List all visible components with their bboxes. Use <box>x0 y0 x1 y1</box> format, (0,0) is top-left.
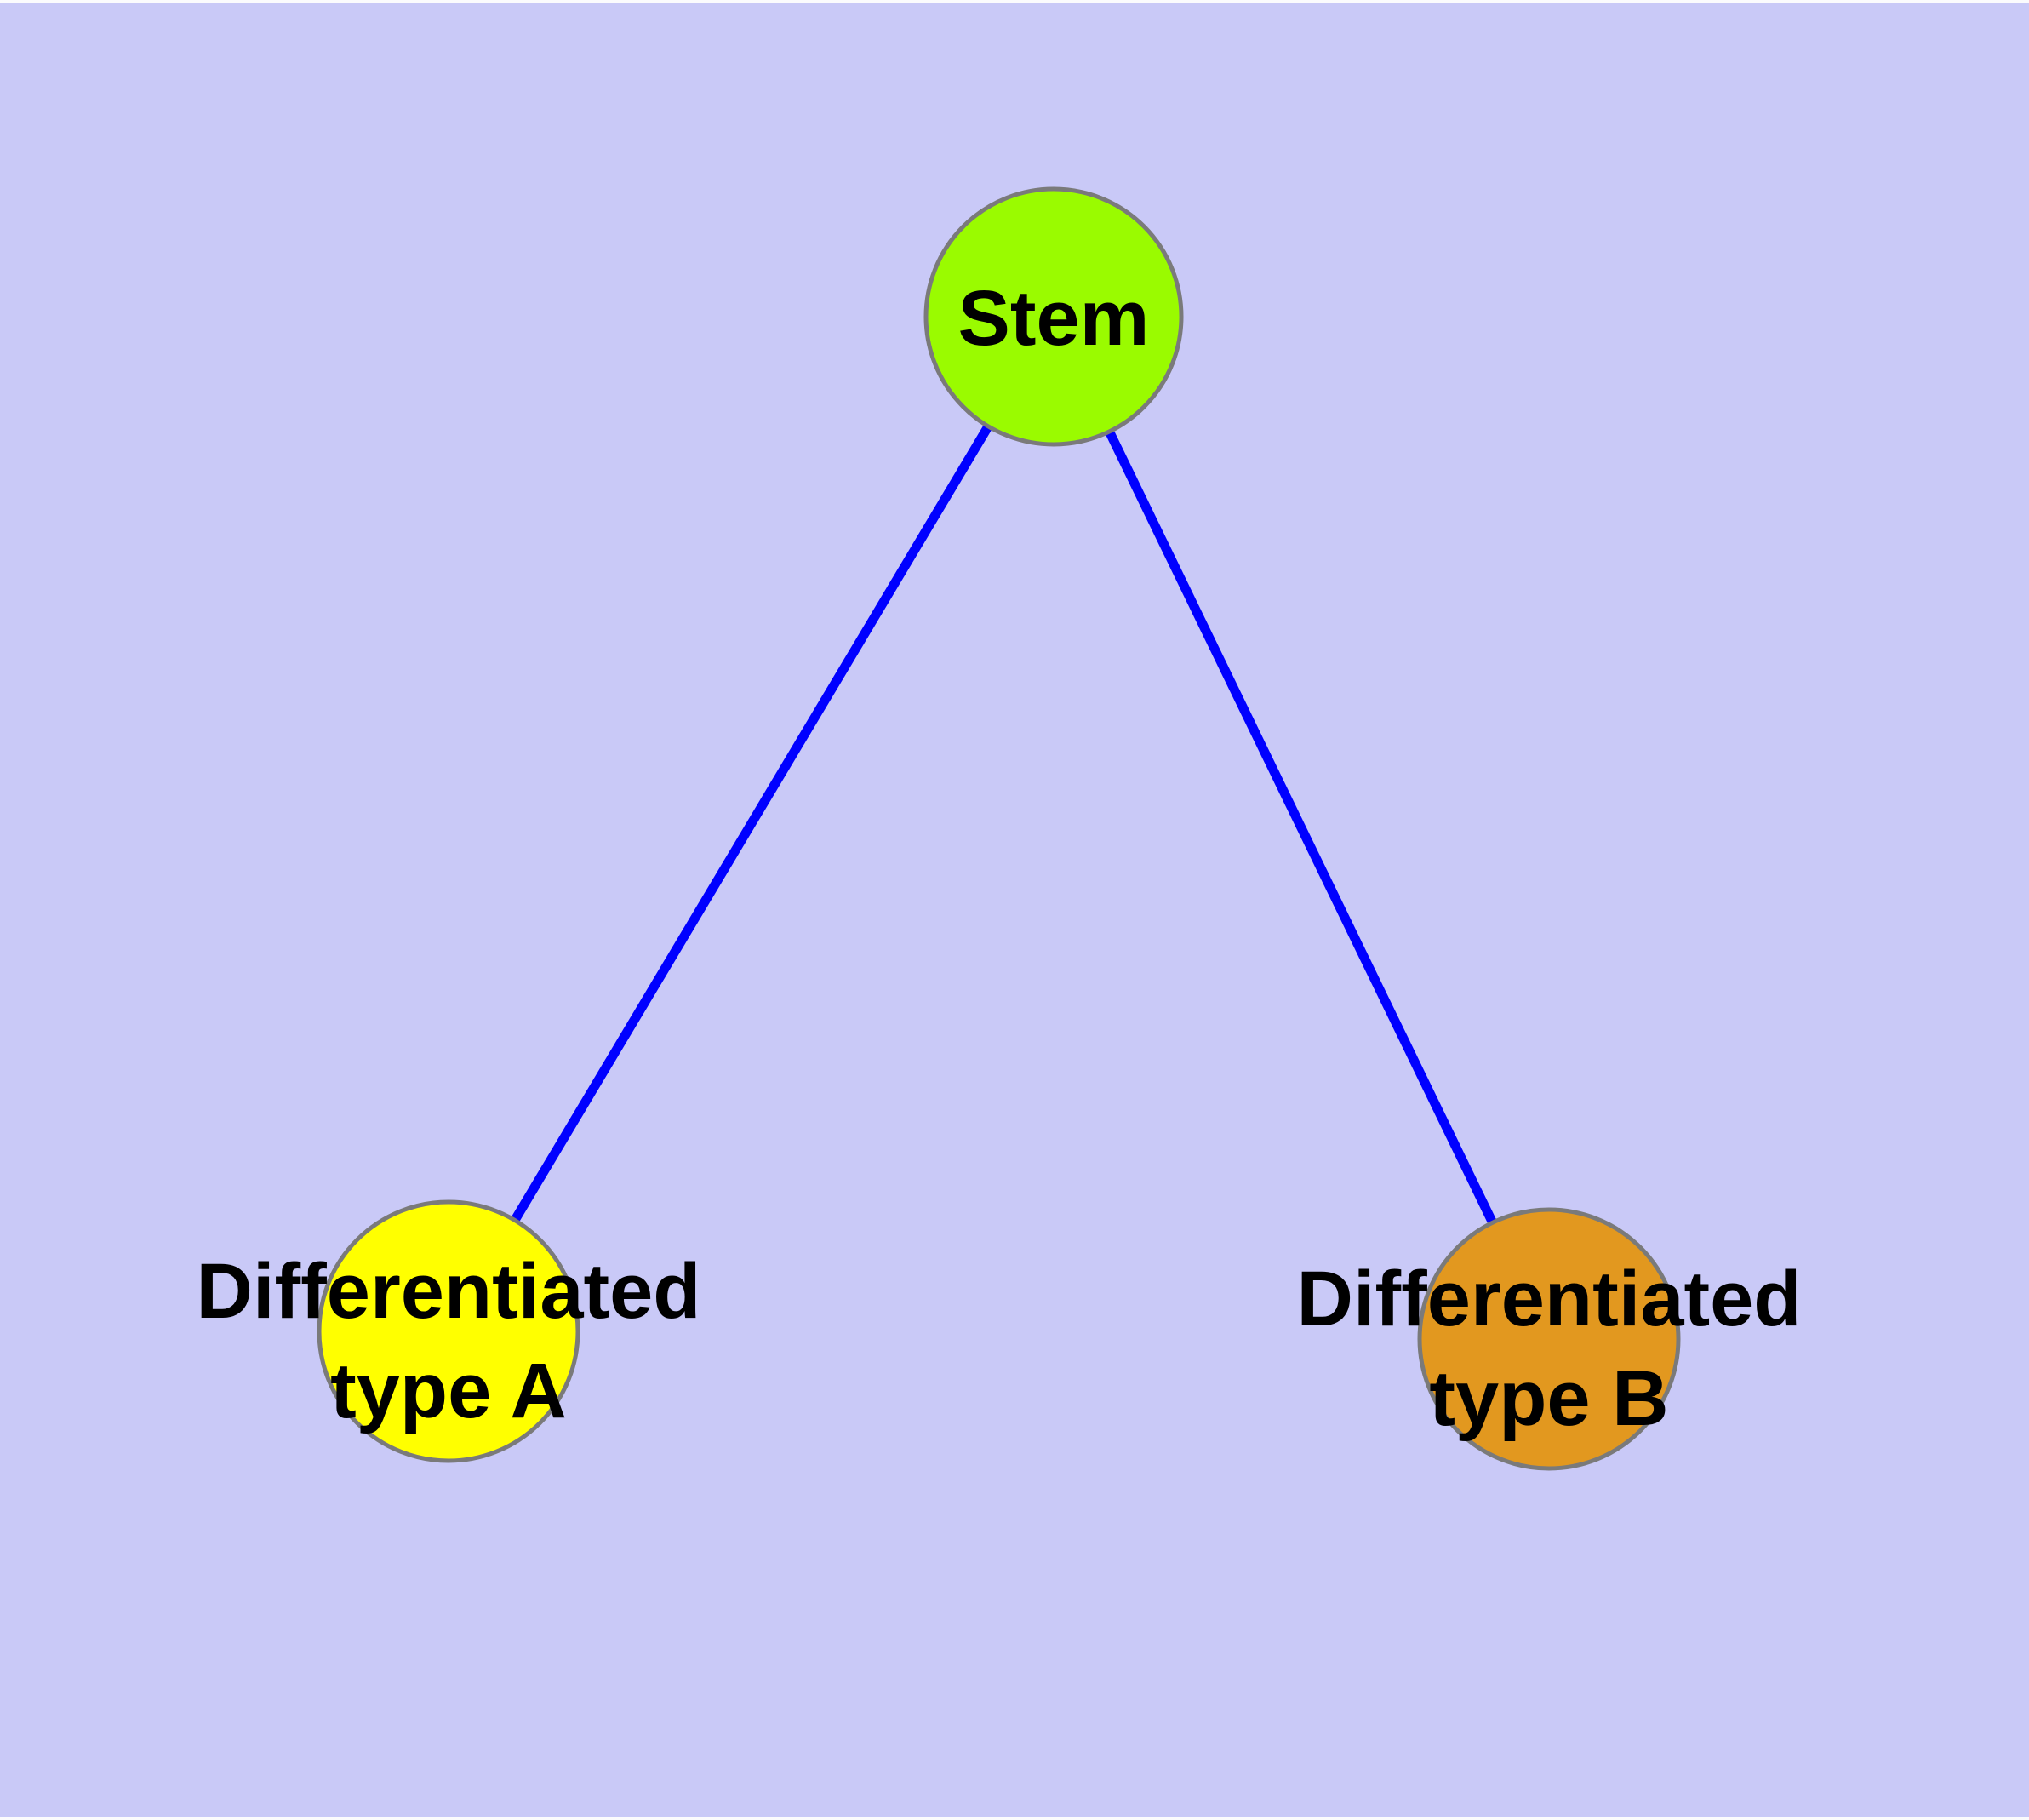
node-label-stem: Stem <box>958 275 1150 362</box>
node-label-differentiated-type-a: Differentiated type A <box>197 1248 701 1434</box>
edge-stem-differentiated-type-a <box>444 314 1058 1334</box>
node-label-line: Differentiated <box>197 1248 701 1335</box>
node-label-line: type B <box>1429 1355 1668 1442</box>
node-stem <box>923 186 1184 447</box>
node-differentiated-type-b <box>1417 1207 1681 1471</box>
edges-layer <box>444 314 1553 1342</box>
nodes-layer <box>317 186 1681 1471</box>
edge-stem-differentiated-type-b <box>1049 314 1553 1342</box>
node-differentiated-type-a <box>317 1199 580 1463</box>
node-label-line: type A <box>330 1348 567 1434</box>
node-label-differentiated-type-b: Differentiated type B <box>1297 1256 1802 1442</box>
node-label-line: Differentiated <box>1297 1256 1802 1342</box>
node-label-line: Stem <box>958 275 1150 362</box>
